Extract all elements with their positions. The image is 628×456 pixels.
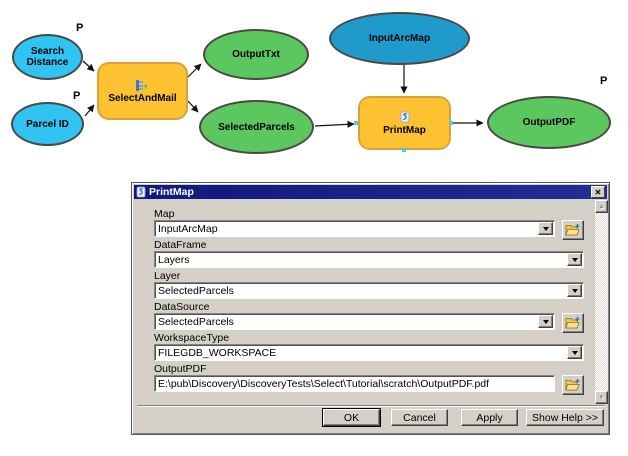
node-label: SelectedParcels bbox=[218, 121, 295, 133]
connector-layer bbox=[82, 60, 484, 128]
connector bbox=[84, 104, 95, 117]
node-label: OutputPDF bbox=[522, 117, 576, 128]
workspacetype-dropdown-button[interactable] bbox=[567, 346, 582, 359]
node-label: Parcel ID bbox=[26, 118, 69, 130]
field-dataframe: DataFrame bbox=[154, 239, 584, 270]
dialog-title: PrintMap bbox=[149, 185, 194, 198]
datasource-combobox bbox=[154, 313, 556, 330]
connector bbox=[187, 63, 202, 78]
datasource-combo-input[interactable] bbox=[155, 315, 539, 328]
field-workspacetype: WorkspaceType bbox=[154, 332, 584, 363]
cancel-button[interactable]: Cancel bbox=[391, 409, 448, 426]
connection-handle bbox=[402, 148, 406, 152]
close-button[interactable]: ✕ bbox=[591, 186, 605, 198]
outputpdf-browse-button[interactable] bbox=[562, 375, 584, 395]
connection-handle bbox=[449, 121, 453, 125]
field-layer: Layer bbox=[154, 270, 584, 301]
workspacetype-combo-input[interactable] bbox=[155, 346, 567, 359]
map-combobox bbox=[154, 220, 556, 237]
field-label: Map bbox=[154, 208, 175, 220]
script-tool-icon bbox=[400, 111, 410, 124]
printmap-dialog: PrintMap ✕ Map bbox=[131, 182, 610, 435]
connector bbox=[314, 120, 355, 128]
chevron-down-icon bbox=[571, 288, 578, 293]
datasource-browse-button[interactable] bbox=[562, 313, 584, 333]
field-label: DataSource bbox=[154, 301, 210, 313]
layer-combo-input[interactable] bbox=[155, 284, 567, 297]
parameter-marker: P bbox=[73, 90, 81, 102]
dataframe-combobox bbox=[154, 251, 584, 268]
field-datasource: DataSource bbox=[154, 301, 584, 333]
field-outputpdf: OutputPDF bbox=[154, 363, 584, 395]
connector bbox=[82, 60, 95, 72]
node-inputarcmap[interactable]: InputArcMap bbox=[329, 12, 470, 65]
node-label: PrintMap bbox=[383, 124, 426, 136]
connection-handle bbox=[354, 121, 358, 125]
field-label: OutputPDF bbox=[154, 363, 207, 375]
dataframe-combo-input[interactable] bbox=[155, 253, 567, 266]
node-label: OutputTxt bbox=[232, 49, 280, 60]
scroll-down-button[interactable]: ▼ bbox=[595, 391, 608, 404]
layer-combobox bbox=[154, 282, 584, 299]
node-selectedparcels[interactable]: SelectedParcels bbox=[199, 100, 314, 154]
footer-separator bbox=[137, 405, 604, 407]
field-label: Layer bbox=[154, 270, 181, 282]
chevron-down-icon bbox=[542, 319, 549, 324]
node-outputpdf[interactable]: OutputPDF bbox=[487, 96, 611, 149]
layer-dropdown-button[interactable] bbox=[567, 284, 582, 297]
dialog-title-bar[interactable]: PrintMap ✕ bbox=[134, 185, 607, 199]
outputpdf-textbox bbox=[154, 375, 556, 392]
workspacetype-combobox bbox=[154, 344, 584, 361]
node-outputtxt[interactable]: OutputTxt bbox=[203, 29, 309, 80]
datasource-dropdown-button[interactable] bbox=[538, 315, 554, 328]
script-tool-icon bbox=[136, 186, 146, 198]
scroll-down-icon: ▼ bbox=[598, 394, 605, 401]
close-icon: ✕ bbox=[594, 187, 602, 197]
map-browse-button[interactable] bbox=[562, 220, 584, 240]
parameter-marker: P bbox=[76, 22, 84, 34]
node-search-distance[interactable]: Search Distance bbox=[12, 34, 83, 80]
map-dropdown-button[interactable] bbox=[538, 222, 554, 235]
field-label: WorkspaceType bbox=[154, 332, 230, 344]
chevron-down-icon bbox=[542, 226, 549, 231]
node-selectandmail[interactable]: SelectAndMail bbox=[97, 62, 188, 120]
show-help-button[interactable]: Show Help >> bbox=[526, 409, 604, 426]
folder-open-icon bbox=[565, 379, 580, 391]
map-combo-input[interactable] bbox=[155, 222, 539, 235]
field-map: Map bbox=[154, 208, 584, 240]
folder-open-icon bbox=[565, 317, 580, 329]
outputpdf-input[interactable] bbox=[155, 377, 555, 390]
scroll-up-icon: ▲ bbox=[598, 203, 605, 210]
ok-button[interactable]: OK bbox=[323, 409, 380, 426]
field-label: DataFrame bbox=[154, 239, 207, 251]
vertical-scrollbar[interactable]: ▲ ▼ bbox=[595, 200, 608, 404]
dataframe-dropdown-button[interactable] bbox=[567, 253, 582, 266]
node-printmap[interactable]: PrintMap bbox=[358, 96, 451, 150]
modelbuilder-canvas: P P P Search Distance Parcel ID SelectAn… bbox=[0, 0, 628, 178]
parameter-area: Map bbox=[135, 200, 608, 404]
folder-open-icon bbox=[565, 224, 580, 236]
node-label: Search Distance bbox=[26, 46, 69, 68]
node-label: SelectAndMail bbox=[108, 92, 177, 104]
chevron-down-icon bbox=[571, 350, 578, 355]
node-label: InputArcMap bbox=[368, 33, 431, 44]
connector bbox=[187, 100, 199, 113]
scroll-up-button[interactable]: ▲ bbox=[595, 200, 608, 213]
chevron-down-icon bbox=[571, 257, 578, 262]
node-parcel-id[interactable]: Parcel ID bbox=[11, 102, 84, 146]
apply-button[interactable]: Apply bbox=[461, 409, 518, 426]
model-tool-icon bbox=[136, 79, 149, 92]
parameter-marker: P bbox=[600, 75, 608, 87]
